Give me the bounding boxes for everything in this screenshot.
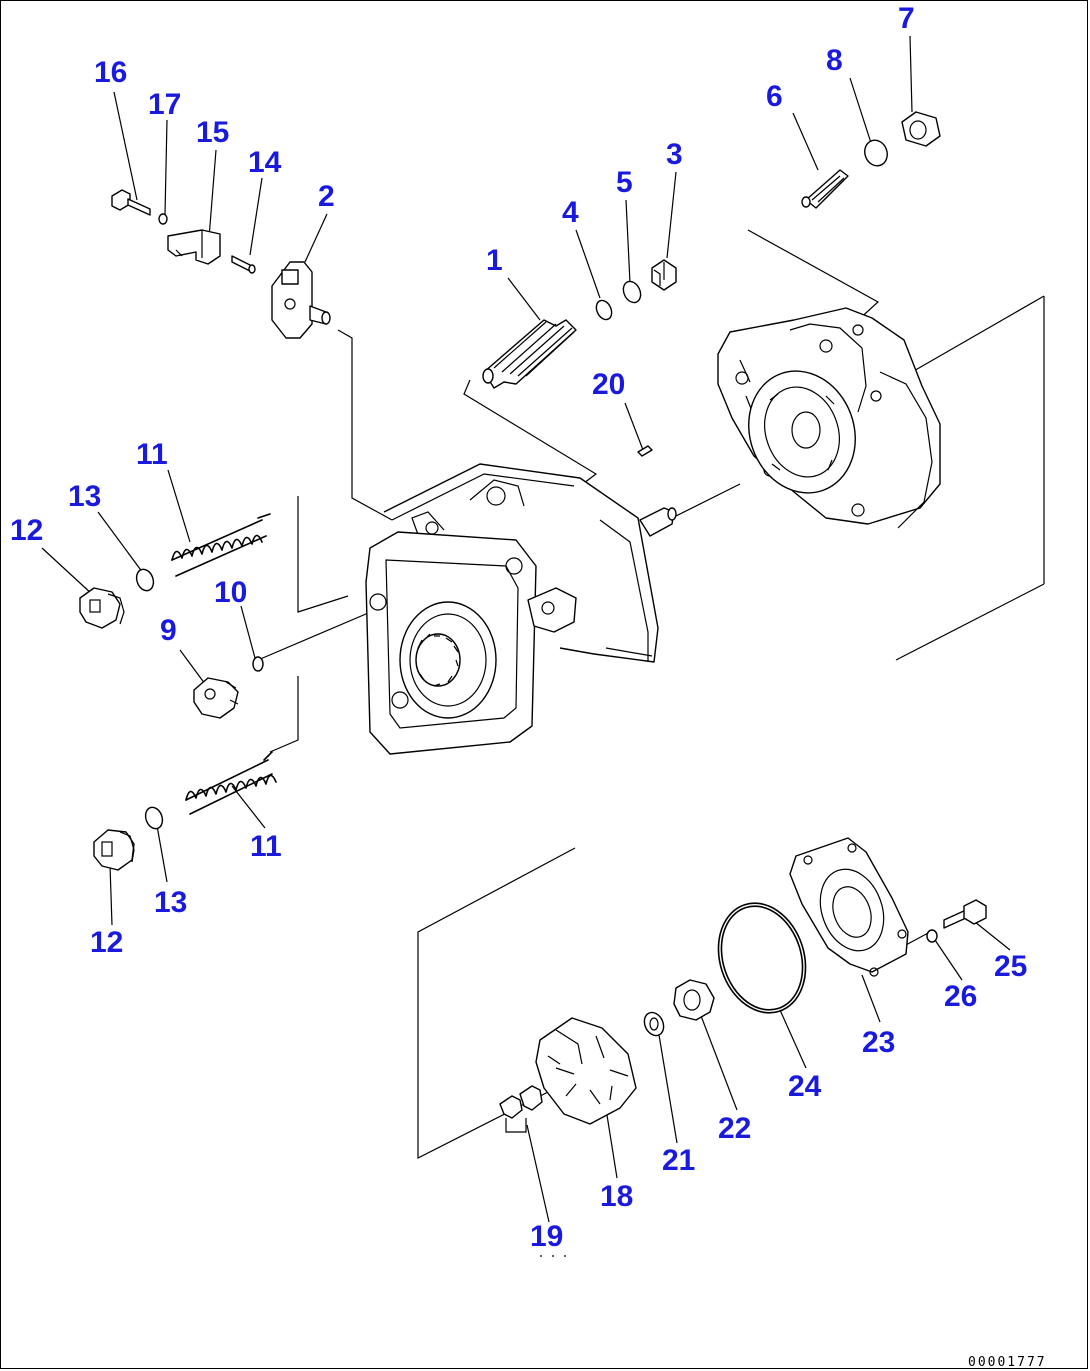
callout-10: 10 [214,576,247,609]
part-25-bolt [943,899,987,929]
callout-20: 20 [592,368,625,401]
callout-2: 2 [318,180,335,213]
part-23-cover [789,837,909,977]
rear-housing [717,307,941,529]
leader-lines [41,35,1011,1223]
part-12-plug-upper [79,587,125,629]
part-6-adjust-screw [801,169,849,209]
callout-11-upper: 11 [136,438,168,471]
callout-22: 22 [718,1112,751,1145]
callout-12-upper: 12 [10,514,43,547]
callout-6: 6 [766,80,783,113]
callout-16: 16 [94,56,127,89]
callout-26: 26 [944,980,977,1013]
part-2-valve-body [271,261,331,339]
callout-7: 7 [898,2,915,35]
part-9-plug [193,677,239,719]
part-10-ball [252,656,264,672]
callout-25: 25 [994,950,1027,983]
part-11-spring-lower [185,751,277,815]
callout-24: 24 [788,1070,822,1103]
part-22-nut [673,979,715,1021]
callout-19: 19 [530,1220,563,1253]
part-15-lever [167,229,221,265]
callout-11-lower: 11 [250,830,282,863]
part-20-pin [637,445,653,457]
part-24-o-ring [717,902,807,1014]
callout-3: 3 [666,138,683,171]
diagram-code: 00001777 [968,1355,1047,1370]
callout-23: 23 [862,1026,895,1059]
callout-5: 5 [616,166,633,199]
part-3-plug [651,259,677,291]
callout-14: 14 [248,146,282,179]
part-14-pin [231,255,256,274]
callout-21: 21 [662,1144,695,1177]
callout-1: 1 [486,244,503,277]
callout-15: 15 [196,116,229,149]
callout-9: 9 [160,614,177,647]
part-8-washer [864,139,888,167]
part-21-washer [643,1011,665,1037]
part-17-washer [158,213,168,225]
part-5-snap-ring [622,280,642,304]
part-4-o-ring [595,299,613,321]
callout-numbers: 1 2 3 4 5 6 7 8 9 10 11 11 12 12 13 13 1… [10,2,1027,1253]
part-12-plug-lower [93,829,135,871]
callout-17: 17 [148,88,181,121]
part-19-shims [499,1085,543,1133]
part-26-washer [926,929,938,943]
part-7-nut [901,111,941,147]
part-11-spring-upper [171,513,271,577]
part-16-bolt [111,189,151,216]
callout-13-lower: 13 [154,886,187,919]
pump-body [365,463,677,755]
callout-12-lower: 12 [90,926,123,959]
part-13-o-ring-upper [135,568,155,592]
part-1-spool [482,319,577,389]
callout-18: 18 [600,1180,633,1213]
callout-4: 4 [562,196,579,229]
part-13-o-ring-lower [144,806,164,830]
part-18-coupling [535,1017,637,1125]
callout-8: 8 [826,44,843,77]
alignment-lines [257,229,1045,1159]
callout-13-upper: 13 [68,480,101,513]
